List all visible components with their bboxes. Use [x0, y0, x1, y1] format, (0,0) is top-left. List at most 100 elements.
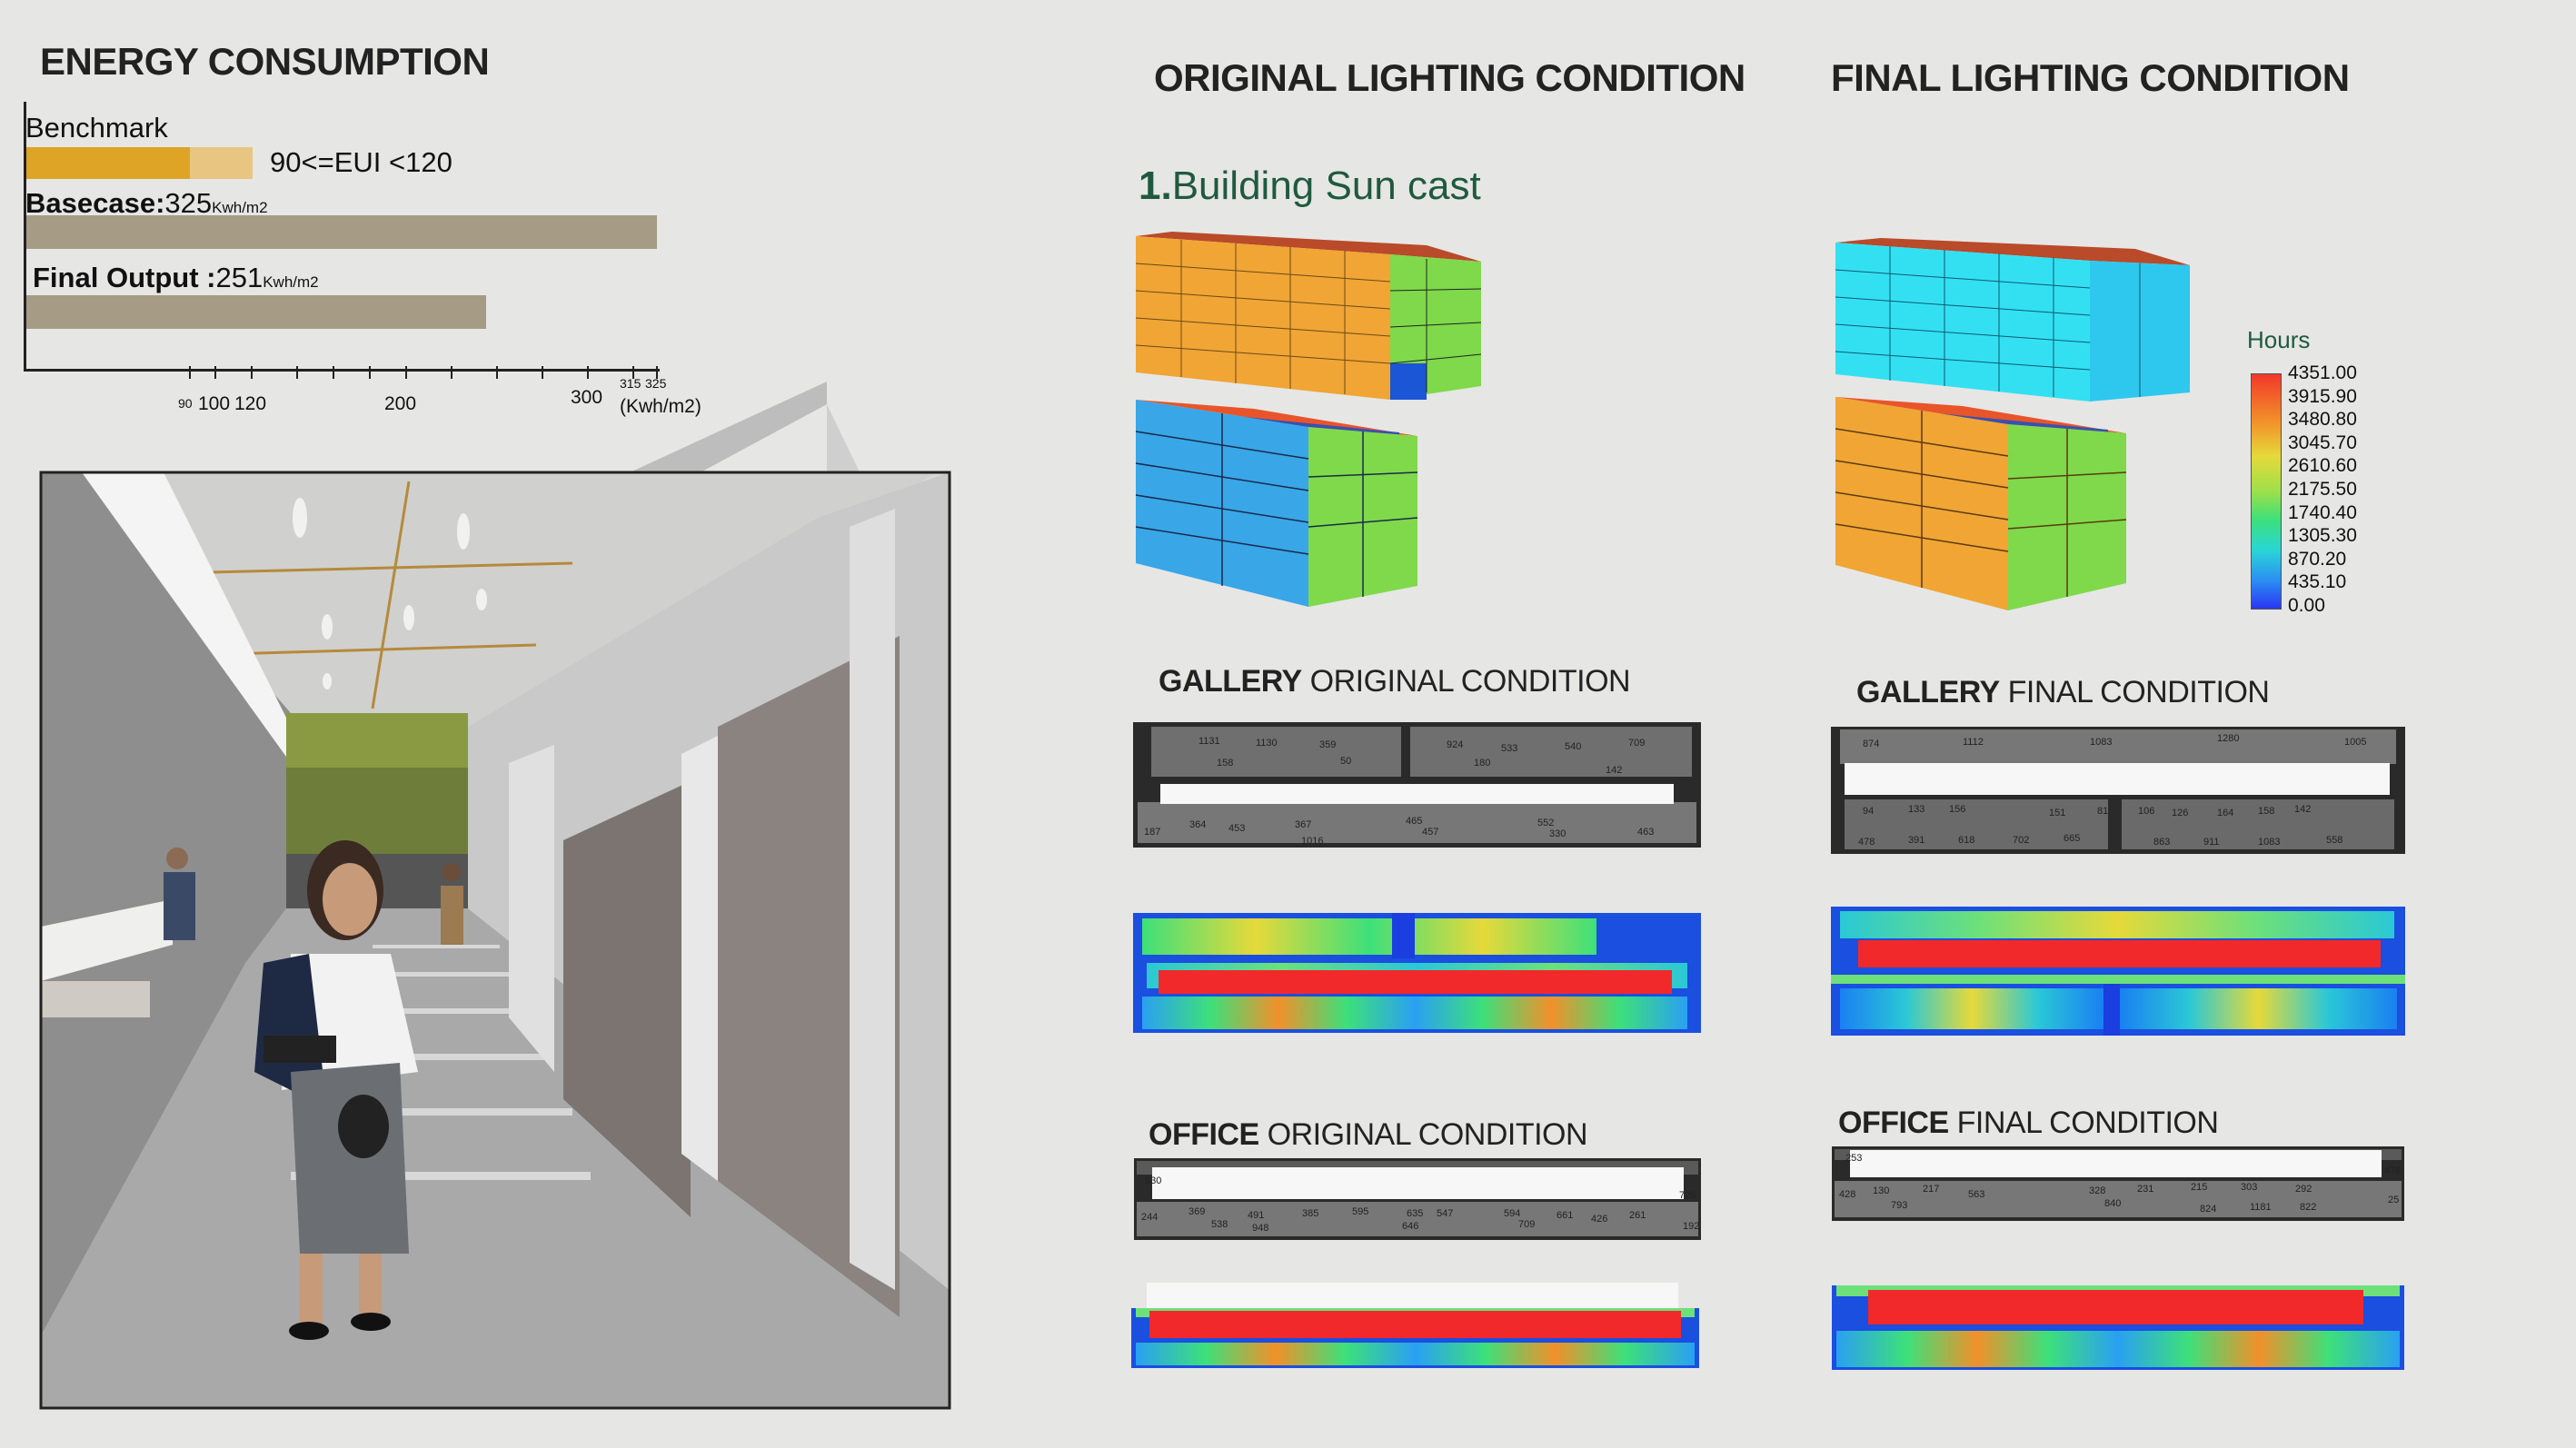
legend-value: 3915.90 — [2288, 385, 2357, 407]
illuminance-value: 1280 — [2217, 733, 2239, 744]
illuminance-value: 465 — [1406, 816, 1422, 827]
illuminance-value: 948 — [1252, 1223, 1268, 1234]
illuminance-value: 924 — [1447, 739, 1463, 750]
illuminance-value: 595 — [1352, 1206, 1368, 1217]
illuminance-value: 142 — [1606, 765, 1622, 776]
illuminance-value: 126 — [2172, 808, 2188, 818]
illuminance-value: 478 — [1858, 837, 1875, 848]
illuminance-value: 253 — [1845, 1153, 1862, 1164]
illuminance-value: 552 — [1537, 818, 1554, 828]
illuminance-value: 385 — [1302, 1208, 1318, 1219]
illuminance-value: 540 — [1565, 741, 1581, 752]
illuminance-value: 725 — [1679, 1190, 1696, 1201]
illuminance-value: 533 — [1501, 743, 1517, 754]
illuminance-value: 142 — [2294, 804, 2311, 815]
illuminance-value: 911 — [2203, 837, 2220, 848]
legend-value: 0.00 — [2288, 594, 2325, 616]
illuminance-value: 364 — [1189, 819, 1206, 830]
energy-title: ENERGY CONSUMPTION — [40, 40, 490, 83]
final-output-label: Final Output :251Kwh/m2 — [33, 262, 319, 293]
illuminance-value: 151 — [2049, 808, 2065, 818]
illuminance-value: 180 — [1474, 758, 1490, 769]
illuminance-value: 709 — [1518, 1219, 1535, 1230]
benchmark-range: 90<=EUI <120 — [270, 146, 453, 178]
illuminance-value: 558 — [2326, 835, 2342, 846]
tick-315: 315 — [620, 376, 642, 391]
tick-200: 200 — [384, 393, 417, 414]
original-column-title: ORIGINAL LIGHTING CONDITION — [1154, 56, 1746, 99]
illuminance-value: 635 — [1407, 1208, 1423, 1219]
legend-value: 2175.50 — [2288, 478, 2357, 500]
benchmark-label: Benchmark — [25, 112, 168, 144]
suncast-original-image — [1135, 232, 1482, 607]
illuminance-value: 50 — [1340, 756, 1351, 767]
tick-300: 300 — [571, 387, 603, 408]
illuminance-value: 874 — [1863, 739, 1879, 749]
final-column-title: FINAL LIGHTING CONDITION — [1831, 56, 2350, 99]
legend-title: Hours — [2247, 326, 2311, 353]
illuminance-value: 661 — [1557, 1210, 1573, 1221]
illuminance-value: 547 — [1437, 1208, 1453, 1219]
illuminance-value: 463 — [1637, 827, 1654, 838]
suncast-final-image — [1835, 238, 2190, 610]
axis-unit: (Kwh/m2) — [620, 396, 701, 417]
illuminance-value: 1083 — [2258, 837, 2280, 848]
illuminance-value: 476 — [2384, 1165, 2401, 1176]
illuminance-value: 391 — [1908, 835, 1925, 846]
legend-colorbar — [2251, 373, 2282, 610]
suncast-heading: 1.Building Sun cast — [1139, 164, 1481, 208]
illuminance-value: 94 — [1863, 806, 1874, 817]
illuminance-value: 158 — [2258, 806, 2274, 817]
illuminance-value: 702 — [2013, 835, 2029, 846]
benchmark-bar-light — [190, 147, 253, 179]
basecase-label: Basecase:325Kwh/m2 — [25, 187, 268, 219]
illuminance-value: 133 — [1908, 804, 1925, 815]
final-output-bar — [25, 295, 486, 329]
illuminance-value: 563 — [1968, 1189, 1984, 1200]
illuminance-value: 192 — [1683, 1221, 1699, 1232]
illuminance-value: 369 — [1189, 1206, 1205, 1217]
gallery-final-label: GALLERY FINAL CONDITION — [1856, 675, 2270, 709]
legend-value: 1305.30 — [2288, 525, 2357, 547]
corridor-perspective-image — [39, 382, 951, 1410]
x-axis-line — [24, 369, 660, 372]
illuminance-value: 1016 — [1301, 836, 1323, 847]
legend-values: 4351.00 3915.90 3480.80 3045.70 2610.60 … — [2288, 362, 2357, 618]
illuminance-value: 187 — [1144, 827, 1160, 838]
illuminance-value: 538 — [1211, 1219, 1228, 1230]
illuminance-value: 822 — [2300, 1202, 2316, 1213]
illuminance-value: 453 — [1228, 823, 1245, 834]
illuminance-value: 426 — [1591, 1214, 1607, 1225]
legend-value: 1740.40 — [2288, 501, 2357, 523]
illuminance-value: 1181 — [2250, 1202, 2272, 1213]
illuminance-value: 863 — [2153, 837, 2170, 848]
illuminance-value: 530 — [1145, 1175, 1161, 1186]
illuminance-value: 428 — [1839, 1189, 1855, 1200]
illuminance-value: 1005 — [2344, 737, 2366, 748]
illuminance-value: 457 — [1422, 827, 1438, 838]
illuminance-value: 156 — [1949, 804, 1965, 815]
legend-value: 435.10 — [2288, 571, 2347, 593]
office-final-label: OFFICE FINAL CONDITION — [1838, 1106, 2219, 1140]
illuminance-value: 217 — [1923, 1184, 1939, 1195]
illuminance-value: 106 — [2138, 806, 2154, 817]
legend-value: 4351.00 — [2288, 362, 2357, 383]
legend-value: 2610.60 — [2288, 455, 2357, 477]
y-axis-line — [24, 102, 26, 371]
illuminance-value: 25 — [2388, 1195, 2399, 1205]
gallery-original-heatmap — [1133, 913, 1701, 1033]
illuminance-value: 292 — [2295, 1184, 2312, 1195]
illuminance-value: 793 — [1891, 1200, 1907, 1211]
illuminance-value: 491 — [1248, 1210, 1264, 1221]
illuminance-value: 1112 — [1963, 737, 1984, 748]
illuminance-value: 1131 — [1198, 736, 1220, 747]
legend-value: 3480.80 — [2288, 409, 2357, 431]
illuminance-value: 367 — [1295, 819, 1311, 830]
illuminance-value: 81 — [2097, 806, 2108, 817]
illuminance-value: 594 — [1504, 1208, 1520, 1219]
illuminance-value: 231 — [2137, 1184, 2153, 1195]
